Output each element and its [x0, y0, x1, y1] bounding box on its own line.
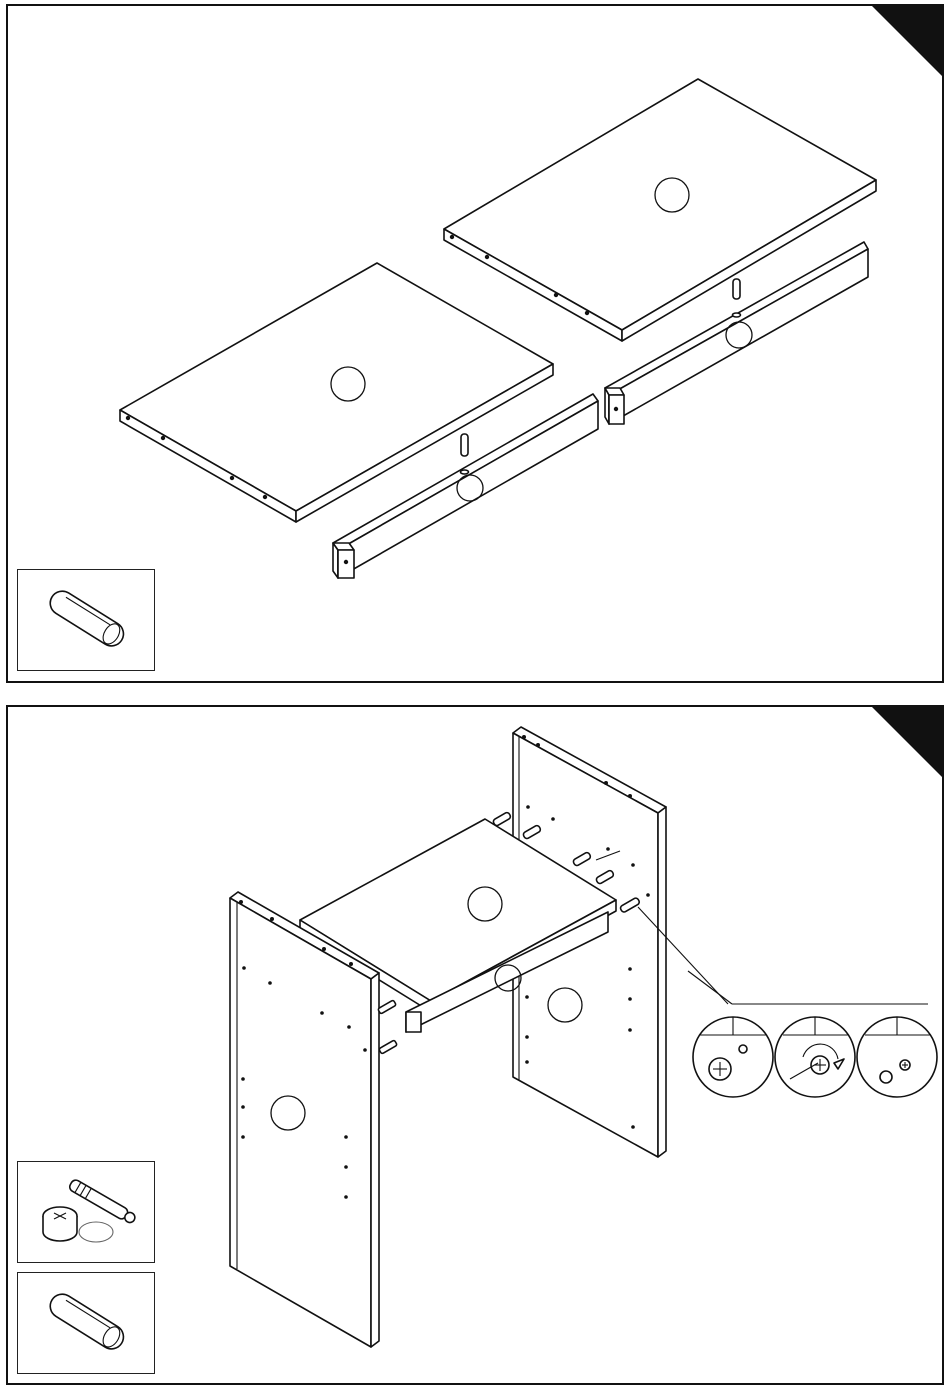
left-panel-fittings — [378, 1000, 398, 1054]
hardware-inset-dowel-2 — [17, 1272, 155, 1374]
left-side-panel — [230, 892, 379, 1347]
step-2-panel — [6, 705, 944, 1385]
wooden-dowel-icon — [18, 1273, 156, 1375]
hardware-inset-dowel — [17, 569, 155, 671]
hardware-inset-cam-lock — [17, 1161, 155, 1263]
detail-sequence — [693, 1017, 937, 1097]
cam-lock-fitting-icon — [18, 1162, 156, 1264]
wooden-dowel-icon — [18, 570, 156, 672]
dowel-right — [733, 279, 741, 317]
insert-cam-icon — [693, 1017, 773, 1097]
locked-cam-icon — [857, 1017, 937, 1097]
step-1-panel — [6, 4, 944, 683]
rotate-cam-icon — [775, 1017, 855, 1097]
